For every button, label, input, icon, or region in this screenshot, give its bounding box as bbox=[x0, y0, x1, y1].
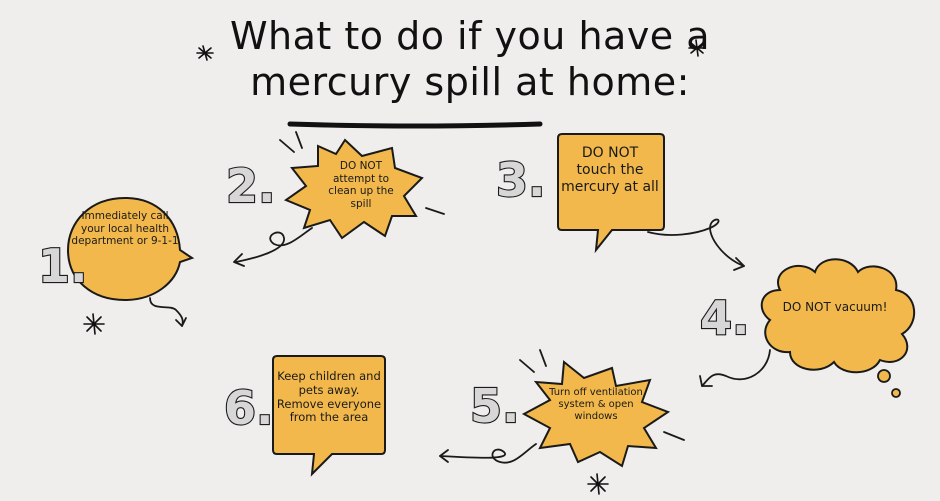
step-2-text: DO NOT attempt to clean up the spill bbox=[328, 160, 394, 210]
arrow-head-icon bbox=[233, 253, 245, 267]
sparkle-icon bbox=[587, 473, 609, 495]
burst-mark bbox=[519, 349, 685, 441]
burst-mark bbox=[279, 131, 445, 215]
connector-arrow-2 bbox=[235, 227, 313, 263]
step-3-text: DO NOT touch the mercury at all bbox=[561, 145, 659, 195]
step-3-number: 3. bbox=[496, 153, 545, 207]
step-5-bubble bbox=[521, 360, 671, 468]
sparkle-icon bbox=[688, 39, 706, 57]
connector-arrow-1 bbox=[149, 297, 184, 327]
step-5-text: Turn off ventilation system & open windo… bbox=[549, 387, 643, 422]
step-1-number: 1. bbox=[38, 239, 87, 293]
step-6-text: Keep children and pets away. Remove ever… bbox=[276, 369, 382, 425]
title-line-1: What to do if you have a bbox=[229, 14, 711, 58]
arrow-head-icon bbox=[439, 449, 449, 463]
step-2-bubble bbox=[283, 138, 424, 240]
step-6-bubble bbox=[272, 355, 386, 477]
sparkle-icon bbox=[83, 313, 105, 335]
step-1-bubble bbox=[66, 196, 195, 302]
connector-arrow-3 bbox=[647, 218, 745, 267]
arrow-head-icon bbox=[699, 375, 713, 387]
thought-dot bbox=[877, 369, 891, 383]
thought-dot bbox=[891, 388, 901, 398]
step-2-number: 2. bbox=[226, 159, 275, 213]
connector-arrow-4 bbox=[701, 349, 771, 387]
title-line-2: mercury spill at home: bbox=[250, 60, 690, 104]
step-5-number: 5. bbox=[470, 379, 519, 433]
step-4-number: 4. bbox=[700, 291, 749, 345]
step-3-bubble bbox=[557, 133, 665, 254]
step-6-number: 6. bbox=[224, 381, 273, 435]
arrow-head-icon bbox=[733, 257, 745, 271]
step-1-text: Immediately call your local health depar… bbox=[71, 210, 179, 248]
arrow-head-icon bbox=[175, 317, 187, 327]
title-underline bbox=[287, 121, 543, 129]
connector-arrow-5 bbox=[439, 443, 537, 464]
step-4-text: DO NOT vacuum! bbox=[782, 300, 888, 314]
sparkle-icon bbox=[196, 45, 214, 61]
step-4-bubble bbox=[760, 258, 916, 374]
